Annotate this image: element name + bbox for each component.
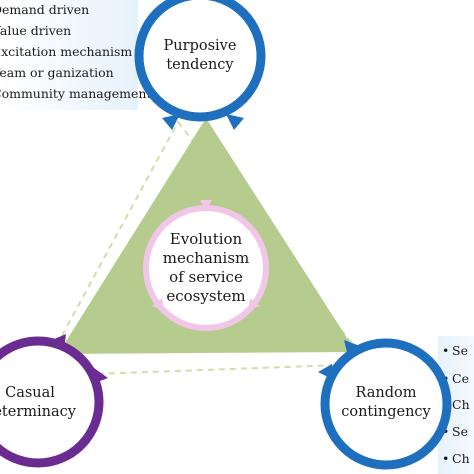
label-line: contingency	[341, 404, 431, 420]
casual-node-label: Casual determinacy	[0, 384, 90, 422]
random-node-label: Random contingency	[330, 384, 442, 422]
casual-node-ring	[0, 336, 104, 468]
purposive-arrow-right	[226, 114, 244, 130]
center-label: Evolution mechanism of service ecosystem	[150, 230, 262, 306]
center-ring-arrow-top	[200, 200, 212, 211]
list-item: Se	[442, 344, 468, 359]
list-item: Value driven	[0, 23, 72, 38]
label-line: ecosystem	[166, 287, 246, 305]
label-line: tendency	[166, 57, 234, 73]
casual-arrow-right	[92, 368, 108, 384]
center-ring-arrow-left	[152, 298, 164, 310]
purposive-attribute-list: Demand driven Value driven Excitation me…	[0, 0, 152, 110]
list-item: Ch	[442, 452, 469, 467]
purposive-node-label: Purposive tendency	[150, 37, 250, 75]
list-item: Se	[442, 425, 468, 440]
casual-arrow-top	[52, 334, 66, 350]
random-arrow-left	[318, 364, 334, 380]
label-line: Evolution	[169, 230, 243, 248]
list-item: Demand driven	[0, 2, 90, 17]
list-item: Team or ganization	[0, 65, 114, 80]
label-line: Random	[355, 385, 417, 401]
random-node-ring	[320, 338, 452, 470]
label-line: of service	[169, 268, 243, 286]
purposive-node-ring	[134, 0, 266, 122]
label-line: Purposive	[163, 38, 237, 54]
list-item: Excitation mechanism	[0, 44, 133, 59]
list-item: Community management	[0, 86, 152, 101]
label-line: Casual	[5, 385, 55, 401]
random-arrow-top	[344, 340, 360, 356]
purposive-arrow-left	[162, 114, 180, 130]
label-line: determinacy	[0, 404, 76, 420]
center-ring-arrow-right	[248, 298, 260, 310]
label-line: mechanism	[162, 249, 250, 267]
